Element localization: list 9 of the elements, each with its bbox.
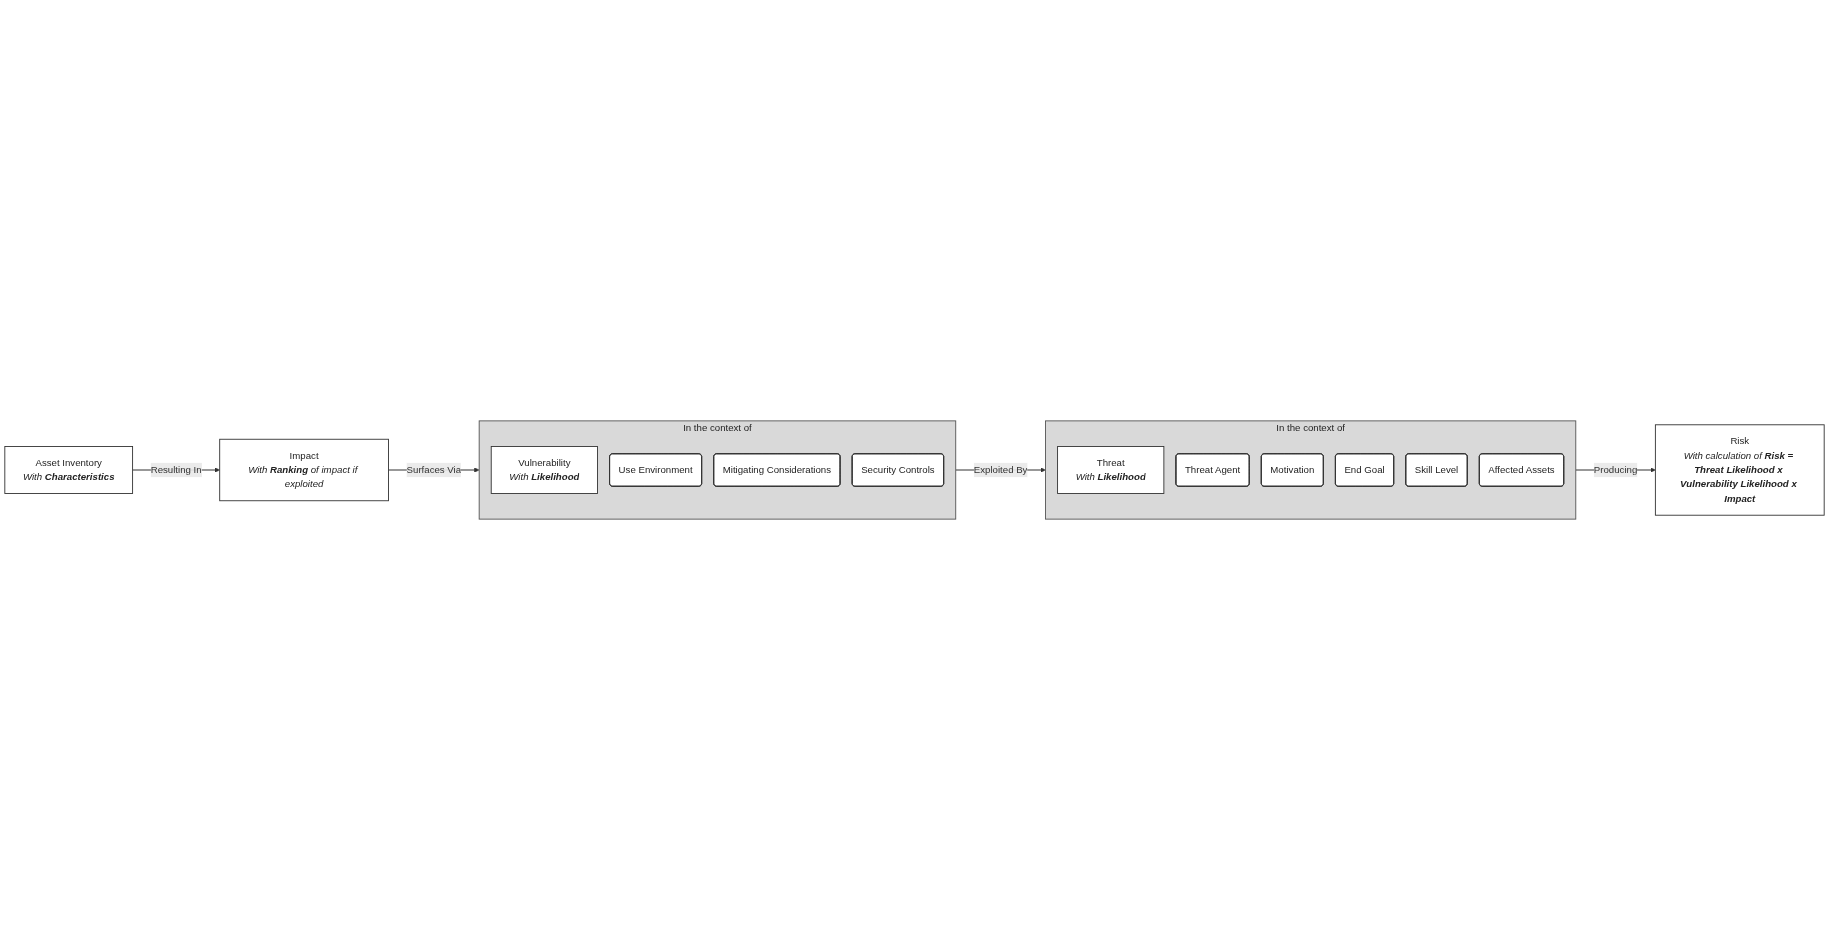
node-box: Risk With calculation of Risk = Threat Likelihood x Vulnerability Likelihood x Impact: [1654, 424, 1825, 516]
edge-label: Producing: [1593, 464, 1638, 475]
node-box: Threat With Likelihood: [1057, 446, 1165, 494]
node-box: Asset Inventory With Characteristics: [4, 446, 134, 494]
edge-label: Exploited By: [973, 464, 1028, 475]
edge-label: Resulting In: [150, 464, 202, 475]
node-box: Impact With Ranking of impact if exploited: [219, 438, 389, 502]
node-box: Vulnerability With Likelihood: [490, 446, 598, 494]
edge-label: Surfaces Via: [406, 464, 462, 475]
